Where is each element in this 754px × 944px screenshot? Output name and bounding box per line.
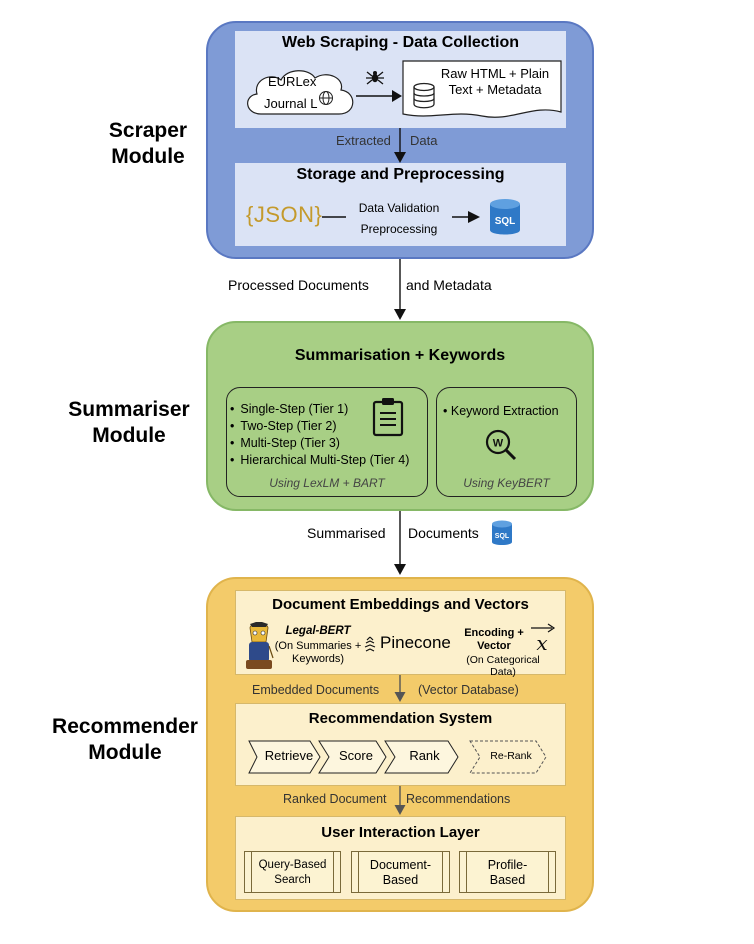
- processed-label-left: Processed Documents: [228, 277, 369, 293]
- summarised-label-right: Documents: [408, 525, 479, 541]
- scrape-arrow: [356, 90, 402, 102]
- scraper-module-line2: Module: [111, 145, 185, 168]
- extracted-label-left: Extracted: [336, 133, 391, 148]
- user-interaction-title: User Interaction Layer: [321, 824, 480, 841]
- summary-methods-list: Single-Step (Tier 1) Two-Step (Tier 2) M…: [230, 401, 409, 469]
- processed-label-right: and Metadata: [406, 277, 492, 293]
- legal-bert-mascot-icon: [246, 622, 274, 669]
- keyword-icon-letter: W: [493, 438, 504, 450]
- encoding-bold: Encoding + Vector: [464, 627, 524, 652]
- clipboard-icon: [372, 398, 404, 437]
- document-based-line1: Document-: [369, 858, 432, 872]
- summarised-sql-text: SQL: [495, 533, 510, 540]
- recommender-module-line1: Recommender: [52, 715, 198, 738]
- recommender-module-line2: Module: [88, 741, 162, 764]
- keyword-search-icon: W: [485, 429, 517, 461]
- validation-arrow: [322, 211, 480, 223]
- ranked-label-right: Recommendations: [406, 792, 511, 806]
- vector-x-icon: x: [531, 623, 556, 655]
- keyword-bullet: •: [443, 404, 451, 418]
- query-based-search-option[interactable]: Query-Based Search: [244, 851, 341, 893]
- pinecone-name: Pinecone: [380, 633, 451, 652]
- summary-methods-note: Using LexLM + BART: [269, 476, 385, 490]
- scraper-module-line1: Scraper: [108, 119, 188, 142]
- recommender-module-label: Recommender Module: [30, 714, 220, 766]
- source-cloud-icon: [247, 70, 354, 115]
- processed-arrow: [394, 259, 406, 320]
- summary-method-item: Hierarchical Multi-Step (Tier 4): [230, 452, 409, 469]
- summary-method-item: Single-Step (Tier 1): [230, 401, 409, 418]
- legal-bert-name: Legal-BERT: [285, 625, 351, 637]
- summariser-title: Summarisation + Keywords: [294, 347, 506, 364]
- summarised-sql-icon: SQL: [492, 520, 512, 545]
- keyword-box: [436, 387, 577, 497]
- document-based-line2: Based: [382, 873, 419, 887]
- summarised-arrow: [394, 511, 406, 575]
- ranked-arrow: [394, 786, 406, 815]
- pipeline-step-rank: Rank: [409, 748, 440, 763]
- data-collection-title: Web Scraping - Data Collection: [281, 34, 520, 51]
- cloud-source-eurlex: EURLex: [268, 74, 317, 89]
- summariser-module-label: Summariser Module: [44, 397, 214, 449]
- extracted-arrow: [394, 128, 406, 163]
- keyword-item-label: Keyword Extraction: [450, 404, 559, 418]
- embeddings-title: Document Embeddings and Vectors: [272, 596, 529, 613]
- globe-icon: [319, 91, 333, 105]
- pipeline-step-rerank: Re-Rank: [490, 750, 532, 762]
- keyword-item: • Keyword Extraction: [443, 404, 559, 418]
- profile-based-line1: Profile-: [487, 858, 528, 872]
- legal-bert-note: (On Summaries + Keywords): [274, 640, 362, 665]
- extracted-label-right: Data: [410, 133, 438, 148]
- summariser-module-line1: Summariser: [68, 398, 190, 421]
- raw-document-shape: [402, 60, 562, 118]
- database-icon: [413, 82, 435, 109]
- keyword-note: Using KeyBERT: [463, 476, 550, 490]
- recommendation-title: Recommendation System: [308, 710, 493, 727]
- json-logo: {JSON}: [246, 202, 323, 227]
- svg-text:x: x: [536, 631, 547, 655]
- pipeline-step-score: Score: [339, 748, 373, 763]
- pipeline-chevrons: [248, 740, 547, 774]
- profile-based-line2: Based: [489, 873, 526, 887]
- pipeline-step-retrieve: Retrieve: [264, 748, 314, 763]
- storage-title: Storage and Preprocessing: [296, 166, 505, 183]
- query-based-line2: Search: [274, 874, 311, 886]
- cloud-source-journal: Journal L: [264, 96, 318, 111]
- embeddings-panel: [235, 590, 566, 675]
- scraper-module-label: Scraper Module: [88, 118, 208, 170]
- encoding-note: (On Categorical Data): [466, 654, 540, 678]
- sql-text: SQL: [495, 216, 516, 227]
- document-based-option[interactable]: Document- Based: [351, 851, 450, 893]
- profile-based-option[interactable]: Profile- Based: [459, 851, 556, 893]
- spider-icon: [366, 71, 384, 85]
- query-based-line1: Query-Based: [258, 859, 327, 871]
- sql-database-icon: SQL: [490, 199, 520, 235]
- summariser-module-line2: Module: [92, 424, 166, 447]
- embedded-label-left: Embedded Documents: [252, 683, 380, 697]
- summary-methods-box: [226, 387, 428, 497]
- summary-method-item: Multi-Step (Tier 3): [230, 435, 409, 452]
- embedded-label-right: (Vector Database): [418, 683, 519, 697]
- validation-line2: Preprocessing: [360, 222, 438, 236]
- validation-line1: Data Validation: [358, 201, 440, 215]
- pinecone-logo-icon: [364, 636, 376, 652]
- summarised-label-left: Summarised: [307, 525, 386, 541]
- raw-document-text: Raw HTML + Plain Text + Metadata: [440, 66, 550, 97]
- ranked-label-left: Ranked Document: [283, 792, 387, 806]
- summary-method-item: Two-Step (Tier 2): [230, 418, 409, 435]
- embedded-arrow: [394, 675, 406, 702]
